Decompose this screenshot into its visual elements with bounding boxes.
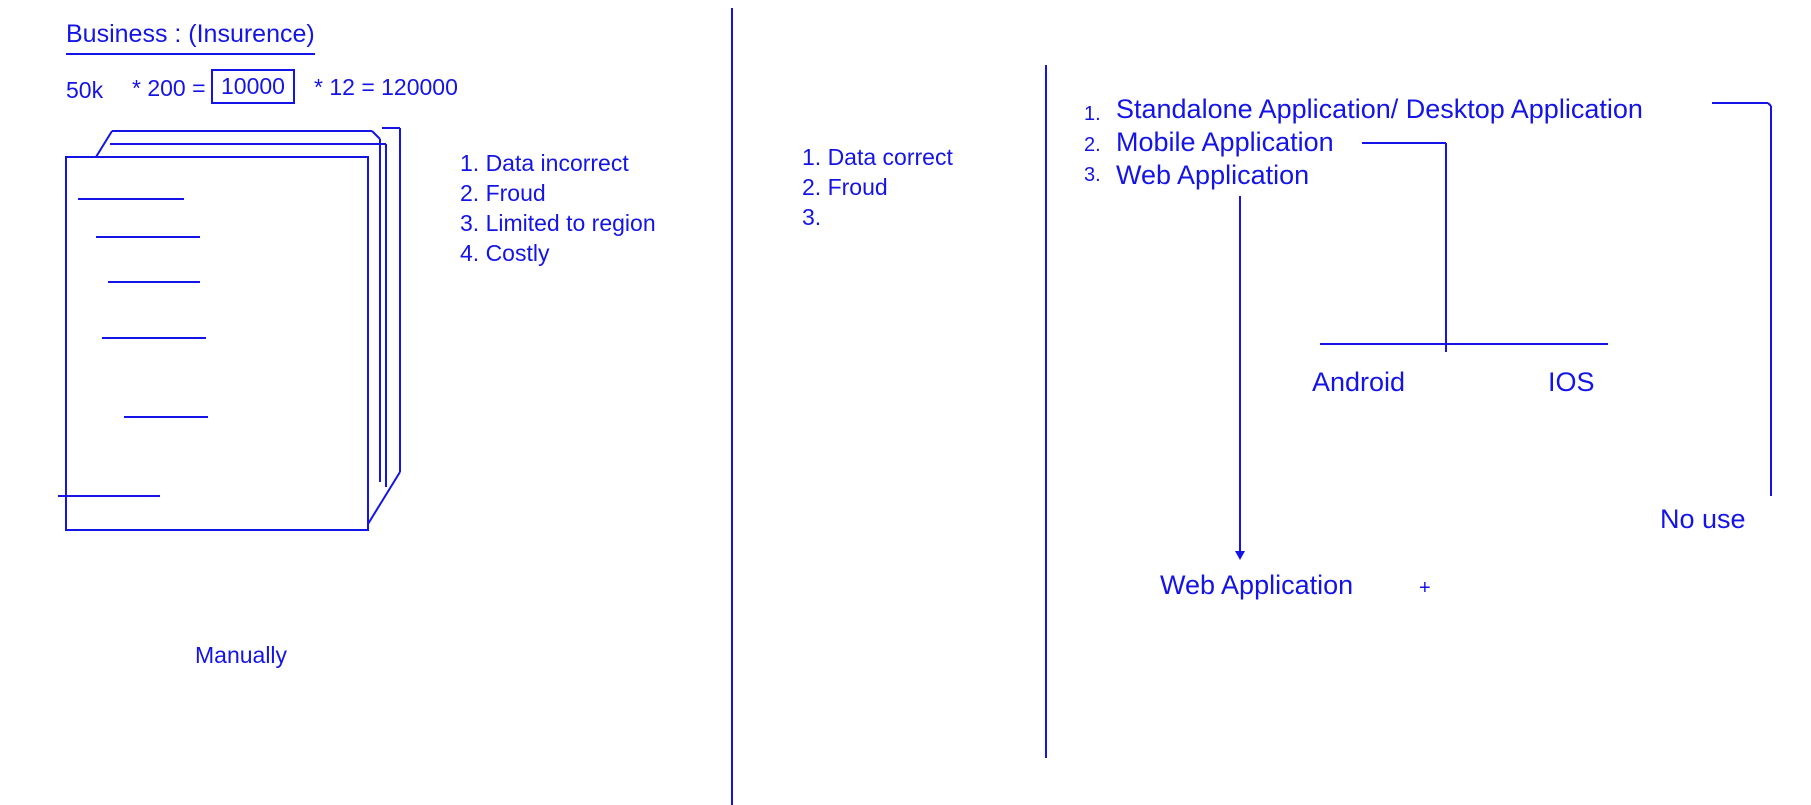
manually-caption: Manually	[195, 642, 288, 668]
branch-ios: IOS	[1548, 367, 1595, 397]
business-title: Business : (Insurence)	[66, 22, 315, 55]
benefit-item: 3.	[802, 204, 822, 230]
app-type-web: Web Application	[1116, 160, 1310, 190]
connector-mobile	[1320, 142, 1608, 352]
problem-item: 2. Froud	[460, 180, 546, 206]
app-type-number: 2.	[1084, 134, 1101, 156]
calc-times-12: * 12 = 120000	[314, 74, 458, 100]
app-type-number: 1.	[1084, 103, 1101, 125]
arrow-head-icon	[1235, 551, 1245, 560]
calc-base: 50k	[66, 77, 104, 103]
app-type-standalone: Standalone Application/ Desktop Applicat…	[1116, 94, 1643, 124]
benefit-item: 1. Data correct	[802, 144, 953, 170]
problem-item: 4. Costly	[460, 240, 550, 266]
app-type-mobile: Mobile Application	[1116, 127, 1334, 157]
paper-stack-drawing	[58, 127, 401, 531]
plus-mark: +	[1419, 577, 1431, 599]
no-use-note: No use	[1660, 504, 1746, 534]
benefit-item: 2. Froud	[802, 174, 888, 200]
connector-desktop	[1712, 102, 1772, 496]
app-type-number: 3.	[1084, 164, 1101, 186]
problem-item: 1. Data incorrect	[460, 150, 629, 176]
calc-boxed-value: 10000	[211, 69, 295, 104]
branch-android: Android	[1312, 367, 1406, 397]
calc-times-200: * 200 =	[132, 75, 206, 101]
web-application-target: Web Application	[1160, 570, 1354, 600]
problem-item: 3. Limited to region	[460, 210, 656, 236]
